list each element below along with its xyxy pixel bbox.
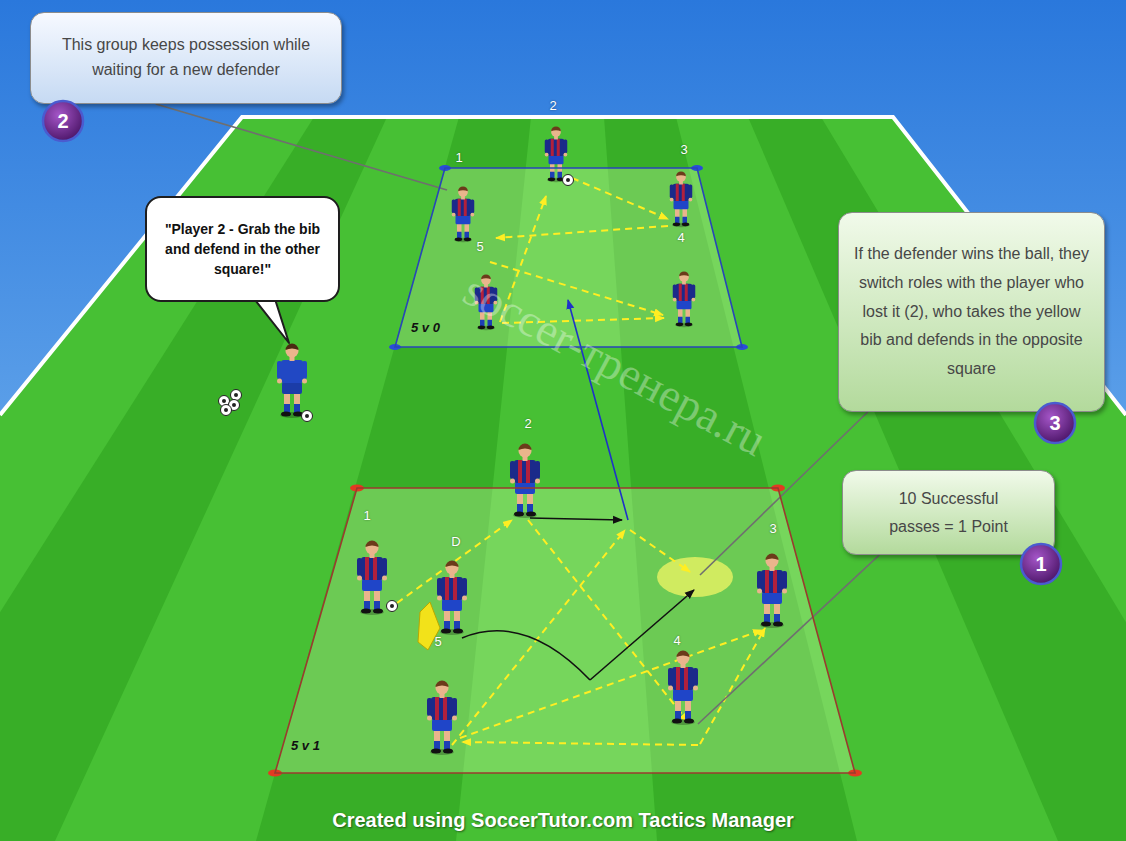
illustration-part <box>630 530 690 572</box>
player-number: 3 <box>680 142 687 157</box>
illustration-part <box>221 405 232 416</box>
label-holder: D <box>451 532 460 550</box>
pass-lines <box>397 178 765 745</box>
illustration-part <box>496 226 668 238</box>
player-number: 4 <box>677 230 684 245</box>
illustration-part <box>545 126 568 182</box>
illustration-part <box>231 390 242 401</box>
illustration-part <box>563 175 574 186</box>
label-holder: 2 <box>524 414 531 432</box>
area-label: 5 v 0 <box>411 320 440 335</box>
player-number: 3 <box>769 521 776 536</box>
callout-number: 1 <box>1035 554 1046 574</box>
illustration-part <box>277 344 307 419</box>
area-tag: 5 v 0 <box>411 320 440 335</box>
leader-tail <box>698 578 855 724</box>
illustration-part <box>462 742 698 745</box>
player-number: 4 <box>673 633 680 648</box>
illustration-part <box>387 601 398 612</box>
label-holder: 1 <box>455 148 462 166</box>
illustration-part <box>427 681 457 756</box>
illustration-part <box>460 630 762 738</box>
callout-number-badge: 1 <box>1019 542 1063 586</box>
callout-text: 10 Successful passes = 1 Point <box>877 485 1020 539</box>
cones <box>268 485 862 777</box>
callout-text: If the defender wins the ball, they swit… <box>853 240 1090 384</box>
player-number: 2 <box>549 98 556 113</box>
illustration-part <box>452 530 625 745</box>
illustration-part <box>757 554 787 629</box>
callout-number-badge: 3 <box>1033 401 1077 445</box>
area-border <box>275 488 855 773</box>
player-number: D <box>451 534 460 549</box>
drill-area: 5 v 1 <box>275 488 855 773</box>
badge-disc <box>1021 544 1061 584</box>
illustration-part <box>700 628 765 744</box>
label-holder: 3 <box>680 140 687 158</box>
player-number: 2 <box>524 416 531 431</box>
run-lines <box>462 518 694 680</box>
illustration-part <box>572 178 668 219</box>
illustration-part <box>437 561 467 636</box>
player-number: 1 <box>363 508 370 523</box>
label-holder: 5 <box>476 237 483 255</box>
callout-number-badge: 2 <box>41 99 85 143</box>
callout-number: 3 <box>1049 413 1060 433</box>
speech-bubble: "Player 2 - Grab the bib and defend in t… <box>145 196 340 302</box>
label-holder: 4 <box>673 631 680 649</box>
callout-box: This group keeps possession while waitin… <box>30 12 342 104</box>
illustration-part <box>357 541 387 616</box>
area-label: 5 v 1 <box>291 738 320 753</box>
speech-tail <box>252 296 289 343</box>
area-tag: 5 v 1 <box>291 738 320 753</box>
watermark: soccer-тренера.ru <box>455 264 774 466</box>
illustration-part <box>590 590 694 680</box>
player-number: 5 <box>434 634 441 649</box>
label-holder: 1 <box>363 506 370 524</box>
callout-box: 10 Successful passes = 1 Point1 <box>842 470 1055 555</box>
callout-number: 2 <box>57 111 68 131</box>
illustration-part <box>668 651 698 726</box>
illustration-part <box>670 171 693 227</box>
pitch-stripes <box>0 117 1126 841</box>
label-holder: 3 <box>769 519 776 537</box>
illustration-part <box>530 518 622 520</box>
label-holder: 2 <box>549 96 556 114</box>
player-number: 5 <box>476 239 483 254</box>
label-holder: 5 <box>434 632 441 650</box>
badge-disc <box>43 101 83 141</box>
leader-tail <box>700 488 790 575</box>
speech-text: "Player 2 - Grab the bib and defend in t… <box>161 219 324 280</box>
credit-text: Created using SoccerTutor.com Tactics Ma… <box>332 809 794 831</box>
illustration-part <box>462 631 590 680</box>
badge-disc <box>1035 403 1075 443</box>
label-holder: soccer-тренера.ru <box>455 263 775 467</box>
illustration-part <box>452 186 475 242</box>
area-outline <box>275 488 855 773</box>
players <box>277 126 787 755</box>
pitch-line <box>0 117 1126 415</box>
label-holder: 4 <box>677 228 684 246</box>
leader-line <box>855 555 879 578</box>
callout-text: This group keeps possession while waitin… <box>43 33 329 83</box>
illustration-part <box>302 411 313 422</box>
illustration-part <box>510 444 540 519</box>
highlight-zone <box>657 557 733 597</box>
area-fill <box>275 488 855 773</box>
label-holder: Created using SoccerTutor.com Tactics Ma… <box>332 809 794 832</box>
callout-box: If the defender wins the ball, they swit… <box>838 212 1105 412</box>
illustration-part <box>673 271 696 327</box>
leader-line <box>156 104 395 175</box>
player-number: 1 <box>455 150 462 165</box>
